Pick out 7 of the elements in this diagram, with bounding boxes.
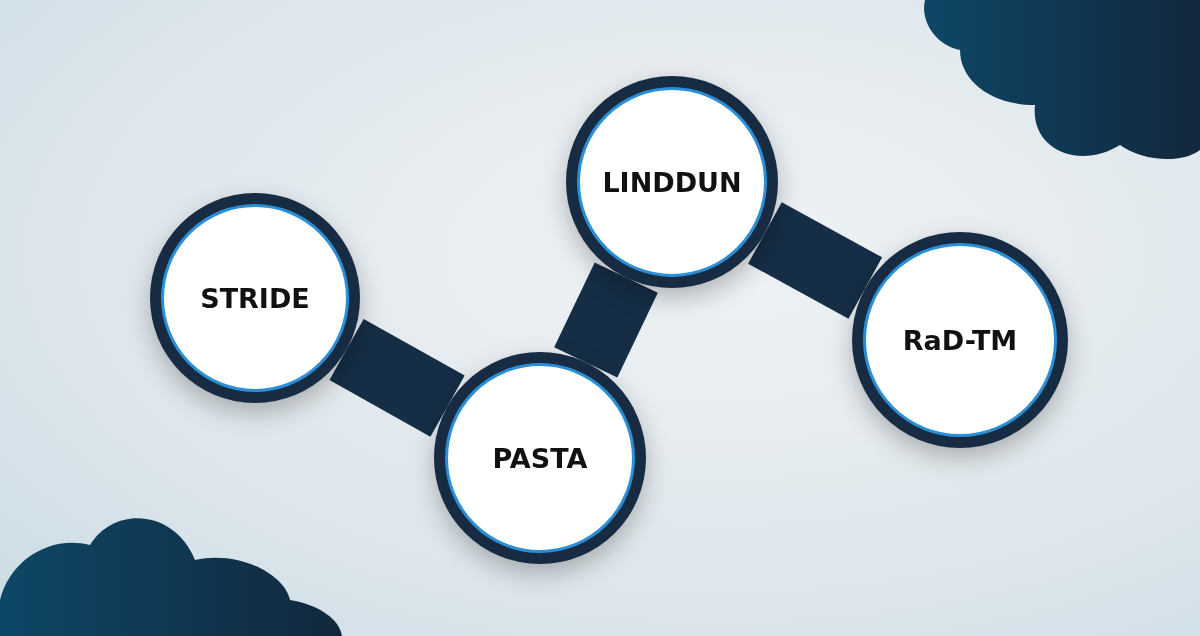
node-label: PASTA xyxy=(492,442,588,474)
node-label: STRIDE xyxy=(200,282,310,314)
connector-band xyxy=(554,262,658,378)
node-label: RaD-TM xyxy=(902,324,1018,356)
node-label: LINDDUN xyxy=(602,166,742,198)
connector-band xyxy=(748,202,883,319)
connector-band xyxy=(329,318,465,437)
